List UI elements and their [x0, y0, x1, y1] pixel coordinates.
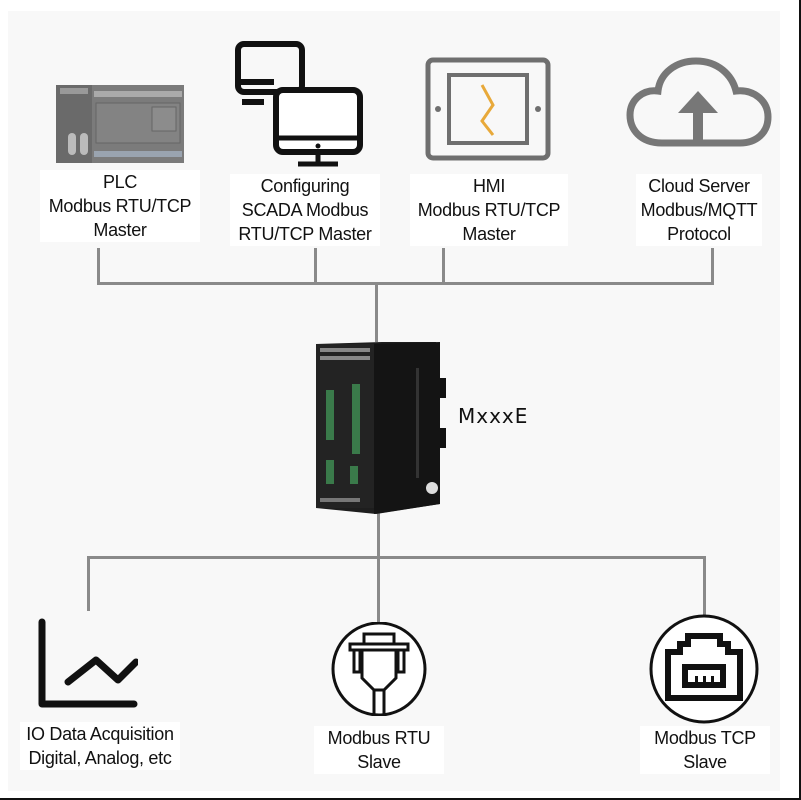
top-bus — [97, 282, 714, 285]
connector-scada — [314, 248, 317, 285]
hmi-tablet-icon — [425, 57, 551, 166]
plc-label: PLC Modbus RTU/TCP Master — [40, 170, 200, 242]
bottom-trunk — [377, 505, 380, 625]
right-border — [799, 0, 801, 800]
top-trunk — [375, 282, 378, 342]
cloud-upload-icon — [626, 57, 772, 154]
device-label: MxxxE — [458, 404, 529, 428]
connector-cloud — [711, 248, 714, 285]
tcp-label: Modbus TCP Slave — [640, 726, 770, 774]
rtu-label: Modbus RTU Slave — [314, 726, 444, 774]
serial-connector-icon — [328, 621, 430, 721]
ethernet-port-icon — [648, 614, 760, 729]
connector-io — [87, 556, 90, 611]
line-chart-icon — [38, 618, 140, 715]
bottom-bus — [87, 556, 706, 559]
bottom-border — [0, 798, 801, 800]
cloud-label: Cloud Server Modbus/MQTT Protocol — [636, 174, 762, 246]
io-label: IO Data Acquisition Digital, Analog, etc — [20, 722, 180, 770]
computers-icon — [234, 40, 364, 173]
hmi-label: HMI Modbus RTU/TCP Master — [410, 174, 568, 246]
plc-icon — [56, 85, 184, 170]
io-module-icon — [312, 338, 448, 521]
connector-tcp — [703, 556, 706, 616]
connector-plc — [97, 248, 100, 285]
connector-hmi — [442, 248, 445, 285]
scada-label: Configuring SCADA Modbus RTU/TCP Master — [230, 174, 380, 246]
